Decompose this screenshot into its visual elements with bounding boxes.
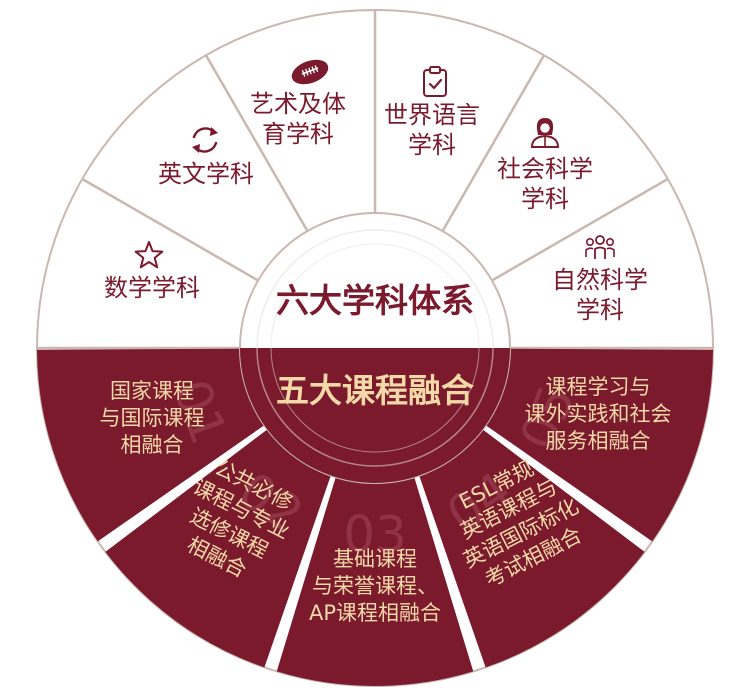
integration-label-line: 国家课程 <box>110 379 194 403</box>
subject-label-line: 英文学科 <box>158 160 254 188</box>
people-group-icon <box>585 235 615 259</box>
integration-label-line: AP课程相融合 <box>309 601 441 625</box>
integration-segment-4 <box>418 428 645 668</box>
subject-label-line: 世界语言 <box>384 101 480 129</box>
segment-divider <box>441 54 546 232</box>
clipboard-check-icon <box>423 66 447 97</box>
integration-label-line: 服务相融合 <box>546 429 651 453</box>
subject-segment-1: 数学学科 <box>104 241 200 302</box>
person-icon <box>530 118 560 148</box>
integration-label-line: 与荣誉课程、 <box>312 574 438 598</box>
integration-label-line: 相融合 <box>121 433 184 457</box>
subject-label-line: 学科 <box>521 185 569 213</box>
watermark-number: 03 <box>343 506 407 564</box>
integration-label-line: 与国际课程 <box>100 406 205 430</box>
integration-segment-2 <box>105 428 332 668</box>
six-subjects-title: 六大学科体系 <box>276 281 474 320</box>
integration-label-line: 基础课程 <box>333 547 417 571</box>
integration-segment-3 <box>276 475 474 687</box>
integration-label-line: 课程学习与 <box>546 375 651 399</box>
segment-divider <box>204 54 309 232</box>
star-icon <box>134 241 164 269</box>
segment-divider <box>491 177 669 282</box>
integration-segment-5 <box>484 348 713 542</box>
integration-segment-1 <box>37 348 266 542</box>
subject-label-line: 自然科学 <box>552 266 648 294</box>
subject-segment-2: 英文学科 <box>158 127 254 188</box>
seal-watermark <box>256 229 494 467</box>
refresh-icon <box>192 127 218 153</box>
center-hub-bottom <box>240 348 510 483</box>
subject-label-line: 学科 <box>576 296 624 324</box>
subject-label-line: 学科 <box>408 131 456 159</box>
subject-label-line: 社会科学 <box>497 155 593 183</box>
five-integrations-title: 五大课程融合 <box>276 371 474 410</box>
segment-divider <box>81 177 259 282</box>
subject-label-line: 育学科 <box>262 120 334 148</box>
integration-label-line: 课外实践和社会 <box>525 402 672 426</box>
subject-label-line: 数学学科 <box>104 274 200 302</box>
subject-label-line: 艺术及体 <box>250 90 346 118</box>
football-icon <box>291 59 329 85</box>
